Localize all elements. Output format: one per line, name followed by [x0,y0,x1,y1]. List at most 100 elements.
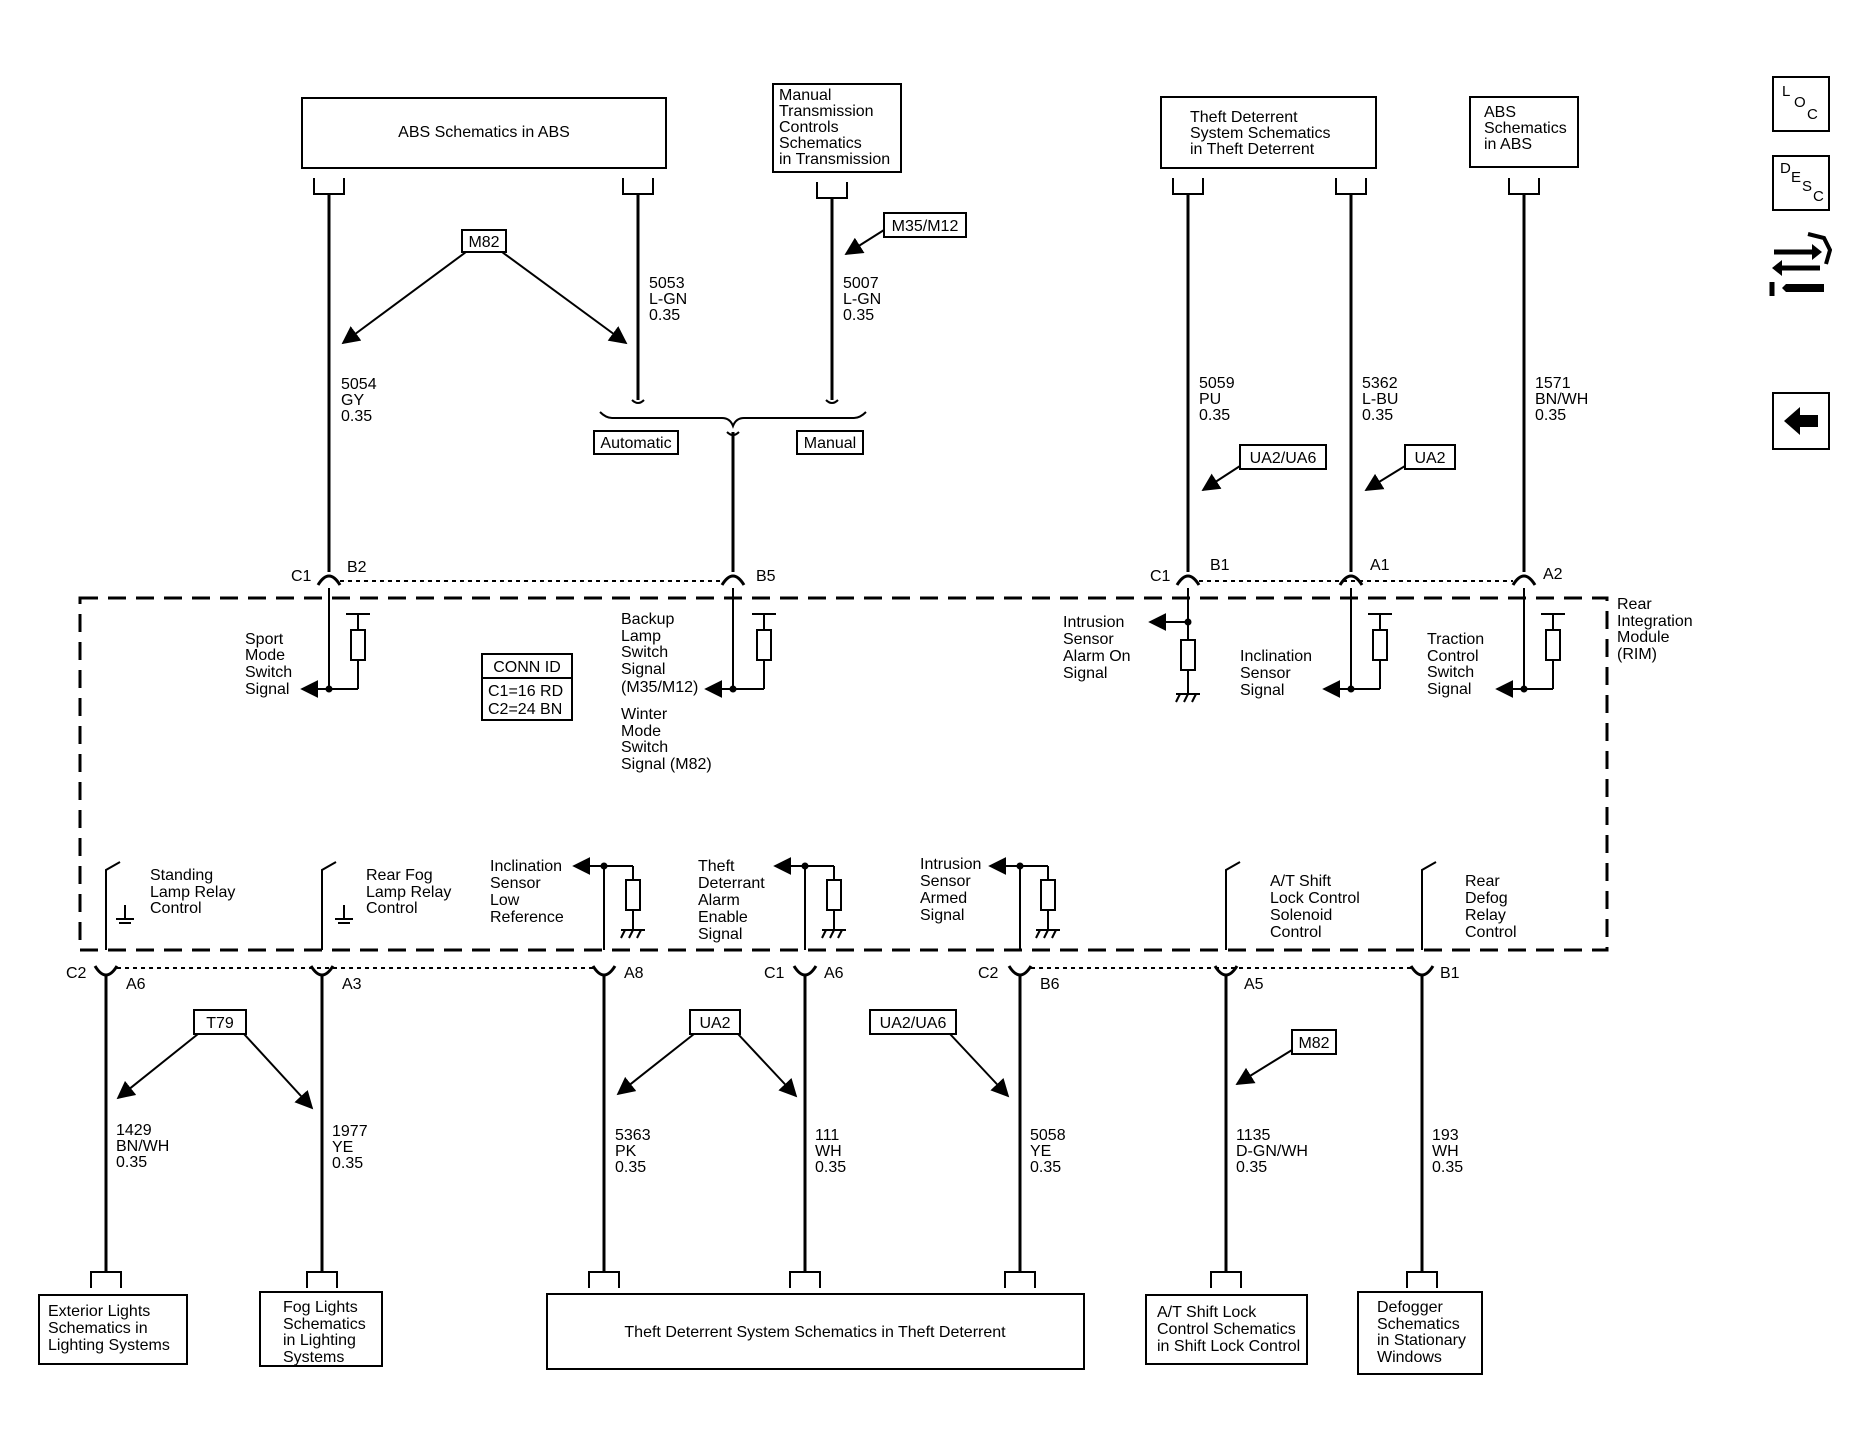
loc-letter: L [1782,83,1791,100]
signal-label-sport-mode: Sport Mode Switch Signal [245,631,292,698]
svg-text:193: 193 [1432,1127,1459,1144]
svg-text:Manual: Manual [804,435,856,452]
svg-text:Control: Control [1465,924,1517,941]
svg-text:5363: 5363 [615,1127,651,1144]
svg-text:Control Schematics: Control Schematics [1157,1321,1296,1338]
svg-text:in Lighting: in Lighting [283,1332,356,1349]
svg-text:Signal: Signal [621,661,665,678]
svg-text:Signal: Signal [1240,682,1284,699]
svg-text:0.35: 0.35 [1432,1159,1463,1176]
svg-text:Signal: Signal [245,681,289,698]
svg-text:Switch: Switch [621,739,668,756]
svg-text:BN/WH: BN/WH [116,1138,169,1155]
wire-label-111: 111 WH 0.35 [815,1127,846,1176]
svg-text:0.35: 0.35 [341,408,372,425]
internal-top-circuits [300,588,1565,703]
svg-text:Lock Control: Lock Control [1270,890,1360,907]
wire-label-5054: 5054 GY 0.35 [341,376,377,425]
shift-lock-box: A/T Shift Lock Control Schematics in Shi… [1145,1294,1308,1365]
svg-text:A6: A6 [824,965,844,982]
signal-label-standing-lamp: Standing Lamp Relay Control [150,867,235,917]
svg-text:M35/M12: M35/M12 [892,218,959,235]
svg-text:B1: B1 [1440,965,1460,982]
svg-text:M82: M82 [1298,1035,1329,1052]
svg-text:Mode: Mode [621,723,661,740]
svg-text:C1: C1 [291,568,312,585]
svg-text:A2: A2 [1543,566,1563,583]
svg-text:YE: YE [1030,1143,1051,1160]
loc-button[interactable]: L O C [1772,76,1830,132]
wire-label-1977: 1977 YE 0.35 [332,1123,368,1172]
signal-label-traction-control: Traction Control Switch Signal [1427,631,1484,698]
svg-text:5054: 5054 [341,376,377,393]
svg-text:Enable: Enable [698,909,748,926]
manual-transmission-box: Manual Transmission Controls Schematics … [772,83,902,173]
svg-text:Sensor: Sensor [490,875,541,892]
svg-text:T79: T79 [206,1015,234,1032]
wire-label-1429: 1429 BN/WH 0.35 [116,1122,169,1171]
theft-deterrent-box-top: Theft Deterrent System Schematics in The… [1160,96,1377,169]
svg-text:System Schematics: System Schematics [1190,125,1330,142]
svg-text:C2=24 BN: C2=24 BN [488,701,562,718]
wire-label-5007: 5007 L-GN 0.35 [843,275,881,324]
svg-text:A1: A1 [1370,557,1390,574]
svg-text:Signal: Signal [698,926,742,943]
bottom-pin-labels: C2 A6 A3 A8 C1 A6 C2 B6 A5 B1 [66,965,1460,993]
svg-text:Switch: Switch [621,644,668,661]
svg-text:B6: B6 [1040,976,1060,993]
svg-text:ABS: ABS [1484,104,1516,121]
svg-text:C1=16 RD: C1=16 RD [488,683,563,700]
svg-text:Switch: Switch [245,664,292,681]
wire-label-5059: 5059 PU 0.35 [1199,375,1235,424]
svg-text:(RIM): (RIM) [1617,646,1657,663]
svg-text:Control: Control [366,900,418,917]
svg-text:Lamp Relay: Lamp Relay [150,884,235,901]
theft-deterrent-box-bottom: Theft Deterrent System Schematics in The… [546,1293,1085,1370]
wire-label-1135: 1135 D-GN/WH 0.35 [1236,1127,1308,1176]
svg-text:Lamp Relay: Lamp Relay [366,884,451,901]
signal-label-inclination-low: Inclination Sensor Low Reference [490,858,564,926]
desc-button[interactable]: D E S C [1772,155,1830,211]
svg-text:Schematics in: Schematics in [48,1320,148,1337]
signal-label-backup-lamp: Backup Lamp Switch Signal (M35/M12) [621,611,698,696]
svg-text:0.35: 0.35 [1030,1159,1061,1176]
back-button[interactable] [1772,392,1830,450]
svg-text:Schematics: Schematics [1484,120,1567,137]
exterior-lights-box: Exterior Lights Schematics in Lighting S… [38,1294,188,1365]
signal-label-rear-fog: Rear Fog Lamp Relay Control [366,867,451,917]
svg-text:ABS Schematics in ABS: ABS Schematics in ABS [398,124,570,141]
svg-text:Lamp: Lamp [621,628,661,645]
svg-text:L-GN: L-GN [843,291,881,308]
svg-text:Manual: Manual [779,87,831,104]
svg-text:in Stationary: in Stationary [1377,1332,1466,1349]
svg-text:Systems: Systems [283,1349,344,1366]
ua2-tag-top: UA2 [1364,444,1456,491]
svg-text:UA2/UA6: UA2/UA6 [1250,450,1317,467]
svg-text:Standing: Standing [150,867,213,884]
t79-tag: T79 [116,1009,314,1110]
svg-text:GY: GY [341,392,364,409]
svg-text:0.35: 0.35 [1199,407,1230,424]
svg-text:UA2: UA2 [1414,450,1445,467]
transfer-icon-graphic [1769,232,1833,296]
defogger-box: Defogger Schematics in Stationary Window… [1357,1291,1483,1375]
svg-text:Schematics: Schematics [283,1316,366,1333]
svg-text:L-GN: L-GN [649,291,687,308]
svg-text:Reference: Reference [490,909,564,926]
svg-text:0.35: 0.35 [116,1154,147,1171]
transfer-arrows-wrench-icon[interactable] [1768,230,1833,302]
svg-text:C2: C2 [66,965,87,982]
svg-text:Rear: Rear [1617,596,1652,613]
svg-text:0.35: 0.35 [332,1155,363,1172]
top-connector-stubs [313,178,1540,199]
svg-text:A8: A8 [624,965,644,982]
svg-text:1429: 1429 [116,1122,152,1139]
ua2-ua6-tag-bottom: UA2/UA6 [869,1009,1010,1098]
signal-label-rear-defog: Rear Defog Relay Control [1465,873,1517,941]
svg-text:Schematics: Schematics [779,135,862,152]
svg-text:D-GN/WH: D-GN/WH [1236,1143,1308,1160]
svg-text:Lighting Systems: Lighting Systems [48,1337,170,1354]
svg-text:B2: B2 [347,559,367,576]
svg-text:YE: YE [332,1139,353,1156]
svg-text:Transmission: Transmission [779,103,874,120]
